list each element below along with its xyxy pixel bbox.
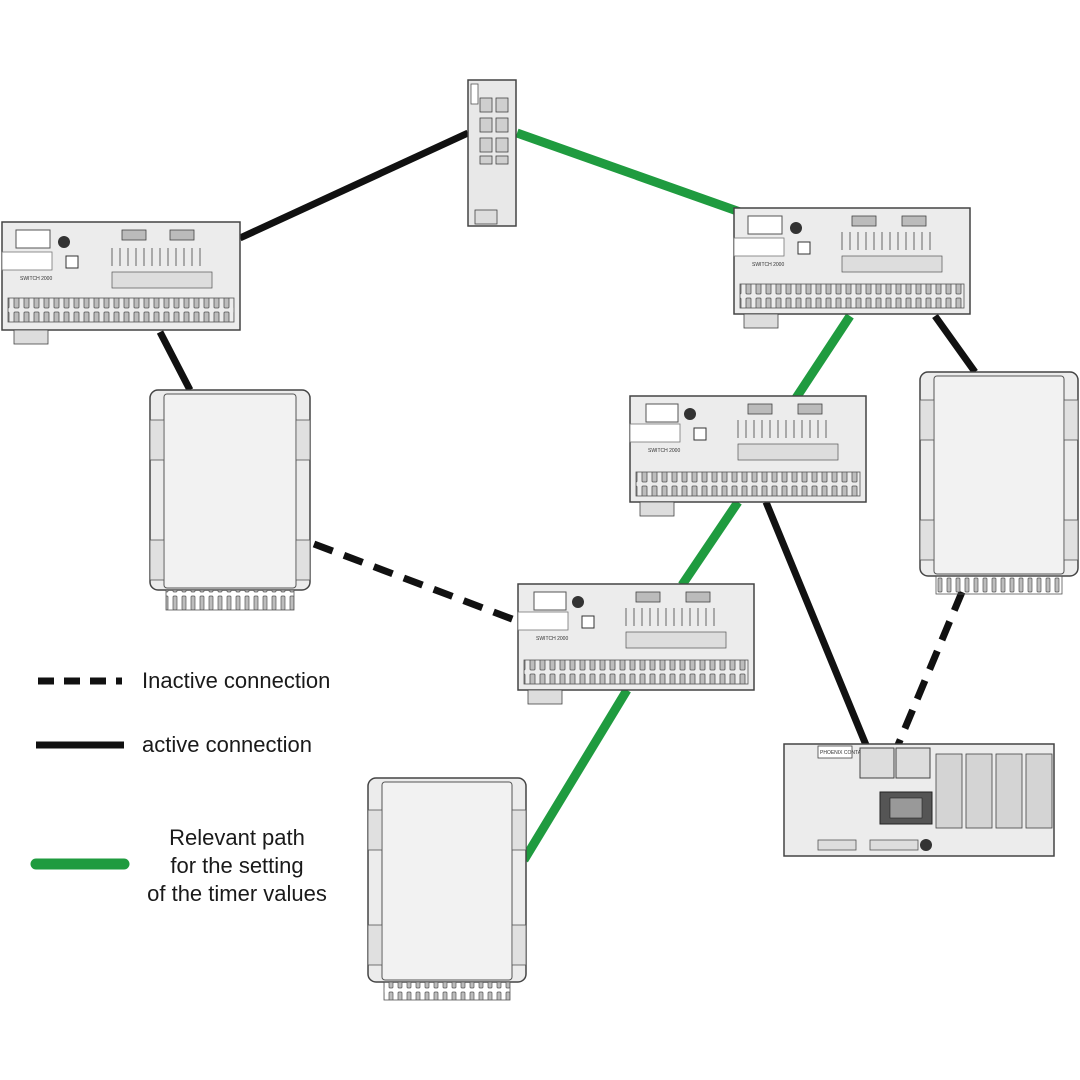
- active-connection-line: [238, 129, 470, 242]
- modular-switch-device: PHOENIX CONTACT: [783, 743, 1055, 857]
- switch-label: SWITCH 2000: [20, 276, 52, 282]
- relevant-path-line: [520, 687, 631, 863]
- switch-label: SWITCH 2000: [648, 448, 680, 454]
- field-enclosure-device: [149, 389, 311, 611]
- switch-2000-device: SWITCH 2000: [629, 395, 867, 517]
- inactive-connection-line: [894, 590, 966, 747]
- switch-label: SWITCH 2000: [536, 636, 568, 642]
- relevant-path-line: [792, 313, 854, 401]
- active-connection-line: [762, 500, 870, 747]
- switch-2000-device: SWITCH 2000: [517, 583, 755, 705]
- field-enclosure-device: [367, 777, 527, 1001]
- relevant-path-line: [678, 499, 742, 588]
- switch-2000-device: SWITCH 2000: [1, 221, 241, 345]
- switch-2000-device: SWITCH 2000: [733, 207, 971, 329]
- inactive-connection-line: [312, 540, 522, 626]
- active-connection-line: [156, 330, 194, 392]
- brand-label: PHOENIX CONTACT: [820, 750, 868, 756]
- active-connection-line: [932, 313, 978, 375]
- compact-switch-device: [467, 79, 517, 227]
- switch-label: SWITCH 2000: [752, 262, 784, 268]
- field-enclosure-device: [919, 371, 1079, 595]
- relevant-path-line: [515, 128, 742, 217]
